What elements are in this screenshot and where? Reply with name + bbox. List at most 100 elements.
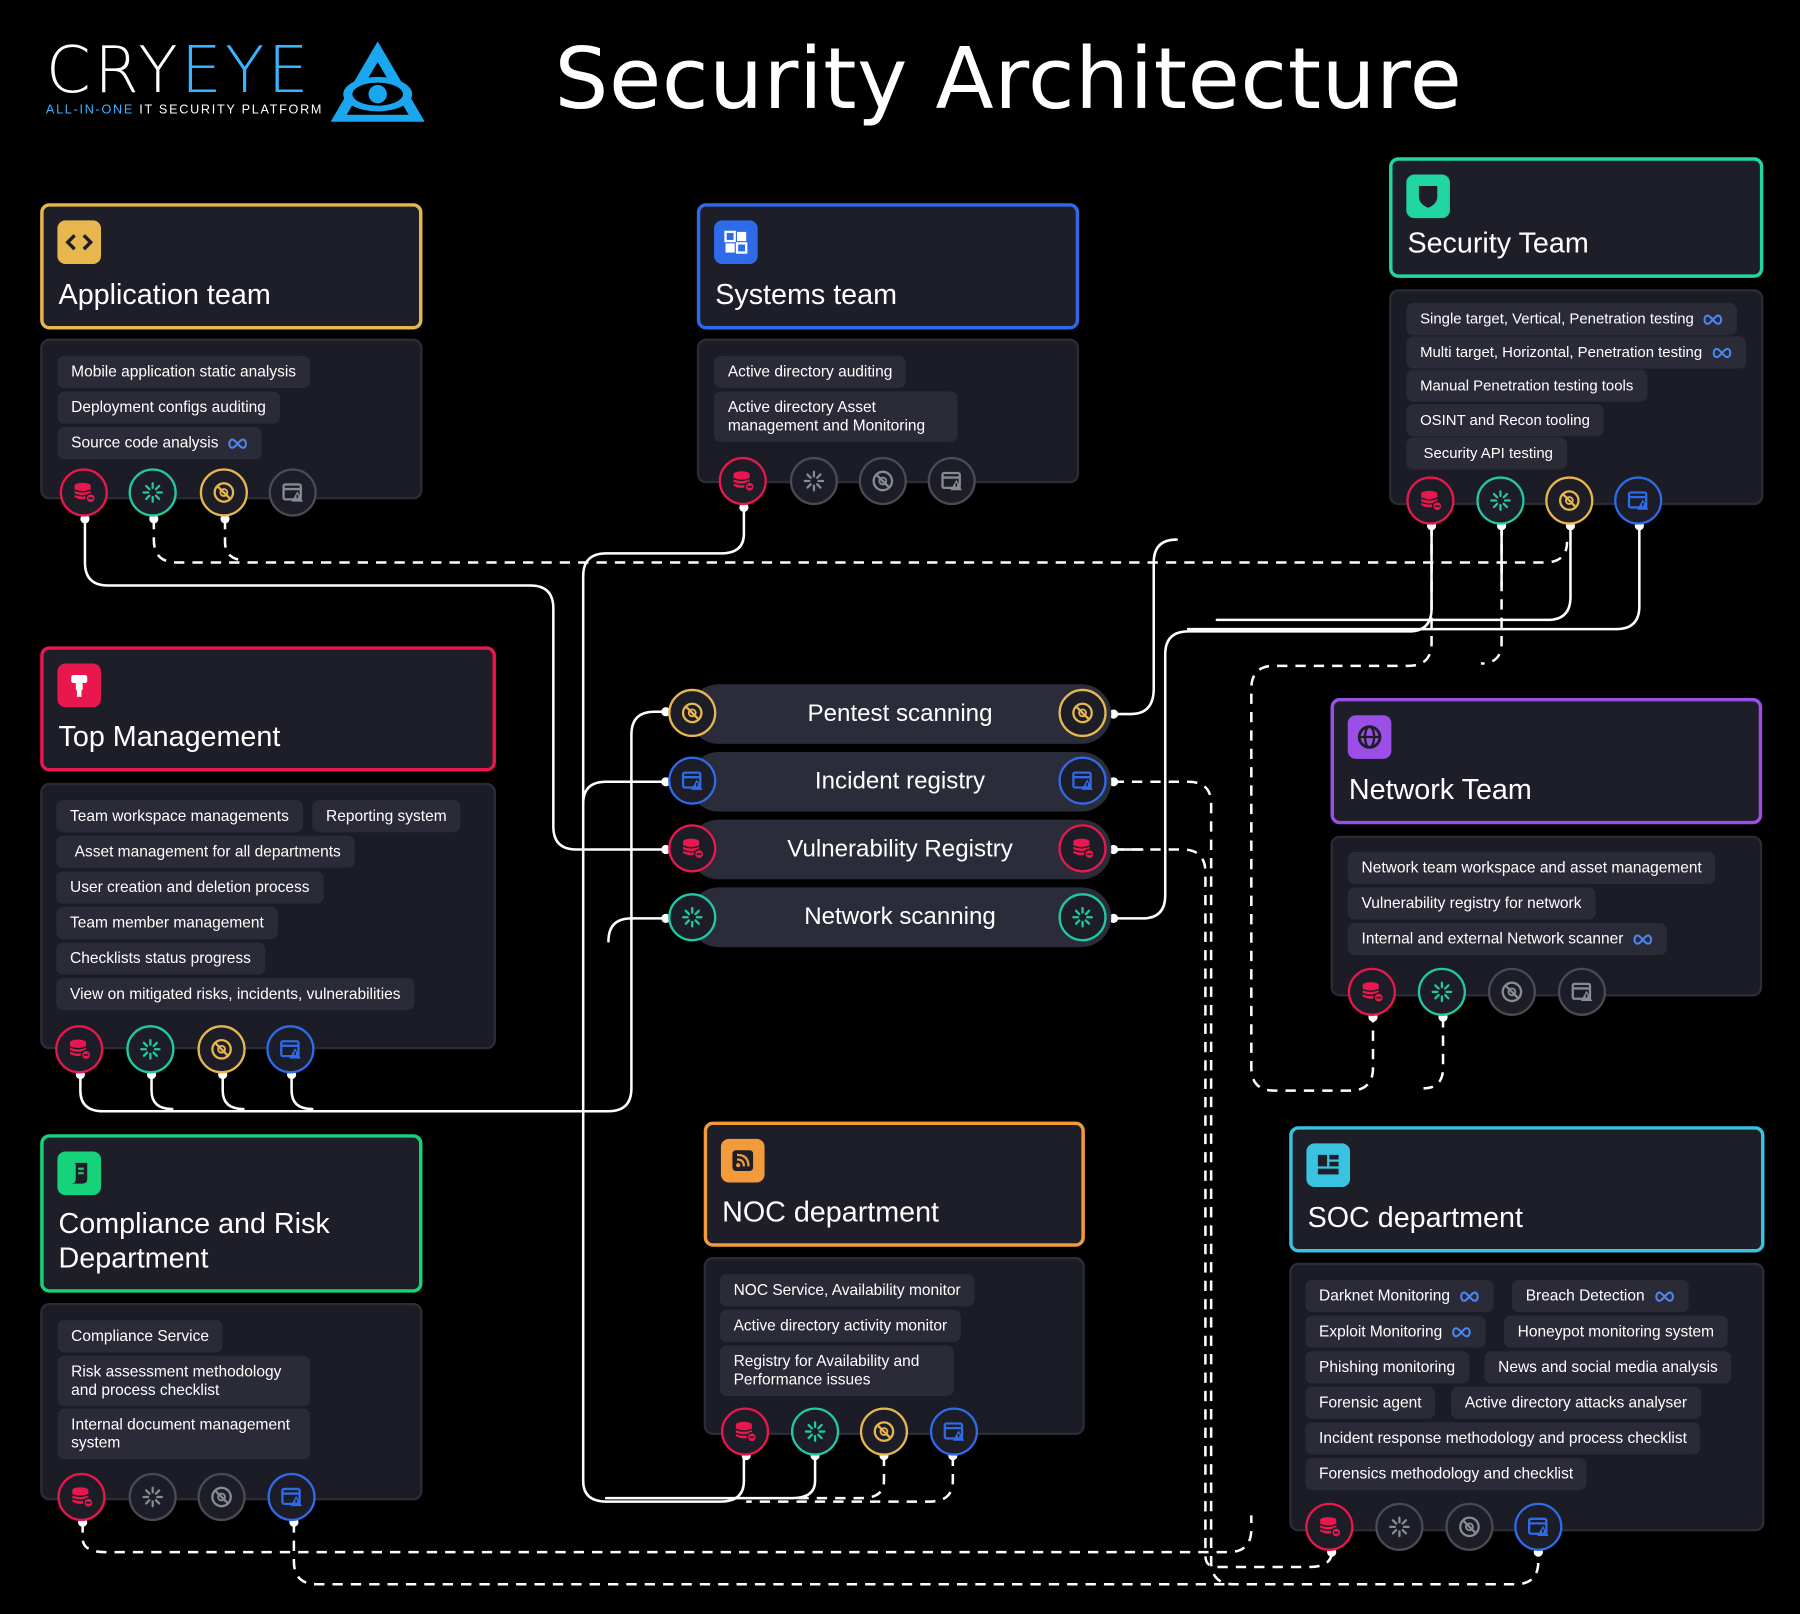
team-compliance[interactable]: Compliance and Risk Department — [40, 1134, 423, 1293]
vulnerability-db-icon[interactable] — [55, 1025, 104, 1074]
feature-chip[interactable]: OSINT and Recon tooling — [1406, 404, 1604, 437]
vulnerability-db-icon[interactable] — [57, 1472, 106, 1522]
feature-chip-infinite[interactable]: Multi target, Horizontal, Penetration te… — [1406, 336, 1746, 369]
vulnerability-db-icon[interactable] — [59, 468, 108, 517]
feature-chip-infinite[interactable]: Breach Detection — [1511, 1280, 1689, 1313]
feature-chip[interactable]: Internal document management system — [57, 1408, 310, 1460]
team-top-management[interactable]: Top Management — [40, 646, 496, 772]
pentest-icon[interactable] — [199, 468, 248, 517]
incident-registry-icon[interactable] — [927, 456, 976, 506]
team-name: NOC department — [722, 1196, 940, 1229]
feature-chip[interactable]: User creation and deletion process — [56, 871, 324, 904]
network-scan-icon[interactable] — [789, 456, 839, 506]
network-scan-icon[interactable] — [1476, 476, 1525, 525]
service-network-scanning[interactable]: Network scanning — [688, 887, 1112, 948]
service-vulnerability-registry[interactable]: Vulnerability Registry — [688, 819, 1112, 880]
vulnerability-db-icon[interactable] — [1347, 967, 1396, 1016]
feature-chip[interactable]: Forensic agent — [1305, 1386, 1436, 1419]
feature-chip[interactable]: News and social media analysis — [1484, 1351, 1732, 1384]
pentest-icon[interactable] — [1445, 1502, 1494, 1551]
feature-chip[interactable]: Team workspace managements — [56, 800, 303, 833]
page-title: Security Architecture — [554, 29, 1463, 129]
team-systems[interactable]: Systems team — [696, 203, 1080, 330]
network-scan-icon[interactable] — [126, 1025, 175, 1074]
vulnerability-db-icon[interactable] — [718, 456, 767, 506]
feature-chip[interactable]: Mobile application static analysis — [57, 355, 310, 389]
feature-chip-infinite[interactable]: Source code analysis — [57, 427, 263, 460]
pentest-icon[interactable] — [1058, 688, 1107, 738]
network-scan-icon[interactable] — [1417, 967, 1466, 1016]
vulnerability-db-icon[interactable] — [1058, 824, 1107, 873]
feature-chip[interactable]: Registry for Availability and Performanc… — [719, 1345, 954, 1396]
incident-registry-icon[interactable] — [1058, 756, 1107, 805]
network-scan-icon[interactable] — [1375, 1502, 1424, 1551]
vulnerability-db-icon[interactable] — [668, 824, 717, 873]
feature-chip[interactable]: Honeypot monitoring system — [1503, 1315, 1728, 1348]
pentest-icon[interactable] — [197, 1025, 246, 1074]
feature-chip[interactable]: Reporting system — [312, 800, 461, 833]
feature-chip-infinite[interactable]: Exploit Monitoring — [1305, 1315, 1486, 1348]
infinity-icon — [1654, 1291, 1674, 1302]
pentest-icon[interactable] — [1545, 476, 1594, 525]
shield-icon — [1406, 174, 1450, 219]
team-soc[interactable]: SOC department — [1289, 1126, 1765, 1253]
feature-chip[interactable]: Forensics methodology and checklist — [1305, 1457, 1587, 1491]
team-security[interactable]: Security Team — [1389, 157, 1764, 278]
feature-label: Source code analysis — [71, 433, 219, 452]
feature-chip-infinite[interactable]: Internal and external Network scanner — [1347, 922, 1668, 956]
feature-label: Internal and external Network scanner — [1361, 929, 1624, 948]
feature-chip[interactable]: Active directory activity monitor — [719, 1309, 961, 1343]
service-incident-registry[interactable]: Incident registry — [688, 751, 1112, 812]
team-application[interactable]: Application team — [40, 203, 423, 330]
team-network[interactable]: Network Team — [1330, 697, 1763, 825]
vulnerability-db-icon[interactable] — [1305, 1502, 1354, 1551]
feature-chip[interactable]: Incident response methodology and proces… — [1305, 1422, 1701, 1455]
team-noc[interactable]: NOC department — [703, 1121, 1085, 1247]
feature-chip[interactable]: Team member management — [56, 906, 278, 940]
feature-chip[interactable]: Active directory attacks analyser — [1451, 1386, 1701, 1419]
feature-chip[interactable]: Active directory auditing — [714, 355, 907, 389]
feature-chip[interactable]: Vulnerability registry for network — [1347, 887, 1596, 920]
vulnerability-db-icon[interactable] — [720, 1407, 770, 1456]
feature-chip-infinite[interactable]: Single target, Vertical, Penetration tes… — [1406, 303, 1738, 336]
incident-registry-icon[interactable] — [929, 1407, 979, 1456]
incident-registry-icon[interactable] — [1614, 476, 1663, 525]
incident-registry-icon[interactable] — [268, 468, 317, 517]
feature-label: Darknet Monitoring — [1319, 1286, 1450, 1305]
feature-chip[interactable]: Security API testing — [1406, 437, 1567, 470]
feature-chip[interactable]: NOC Service, Availability monitor — [719, 1274, 975, 1307]
noc-features-panel: NOC Service, Availability monitor Active… — [703, 1257, 1085, 1435]
service-pentest-scanning[interactable]: Pentest scanning — [688, 684, 1112, 744]
feature-chip[interactable]: Manual Penetration testing tools — [1406, 369, 1648, 402]
feature-chip[interactable]: Asset management for all departments — [56, 835, 355, 868]
network-scan-icon[interactable] — [128, 1472, 177, 1522]
pentest-icon[interactable] — [1487, 967, 1537, 1016]
service-label: Network scanning — [804, 903, 996, 930]
incident-registry-icon[interactable] — [1514, 1502, 1563, 1551]
feature-chip[interactable]: Deployment configs auditing — [57, 391, 280, 424]
pentest-icon[interactable] — [859, 1407, 909, 1456]
rss-icon — [720, 1138, 765, 1183]
pentest-icon[interactable] — [197, 1472, 246, 1522]
network-scan-icon[interactable] — [790, 1407, 840, 1456]
network-scan-icon[interactable] — [668, 893, 717, 942]
network-scan-icon[interactable] — [1058, 893, 1107, 942]
feature-chip[interactable]: Network team workspace and asset managem… — [1347, 851, 1716, 884]
infinity-icon — [1712, 347, 1731, 359]
network-scan-icon[interactable] — [128, 468, 177, 517]
incident-registry-icon[interactable] — [266, 1025, 315, 1074]
pentest-icon[interactable] — [668, 688, 717, 738]
feature-chip[interactable]: View on mitigated risks, incidents, vuln… — [56, 978, 415, 1011]
vulnerability-db-icon[interactable] — [1406, 476, 1455, 525]
feature-chip[interactable]: Checklists status progress — [56, 942, 265, 975]
incident-registry-icon[interactable] — [668, 756, 717, 805]
pentest-icon[interactable] — [858, 456, 907, 506]
feature-chip[interactable]: Compliance Service — [57, 1320, 223, 1353]
feature-chip[interactable]: Phishing monitoring — [1305, 1351, 1469, 1384]
feature-chip[interactable]: Risk assessment methodology and process … — [57, 1355, 310, 1407]
feature-chip-infinite[interactable]: Darknet Monitoring — [1305, 1280, 1494, 1313]
incident-registry-icon[interactable] — [1557, 967, 1607, 1016]
feature-chip[interactable]: Active directory Asset management and Mo… — [714, 391, 958, 442]
incident-registry-icon[interactable] — [267, 1472, 316, 1522]
